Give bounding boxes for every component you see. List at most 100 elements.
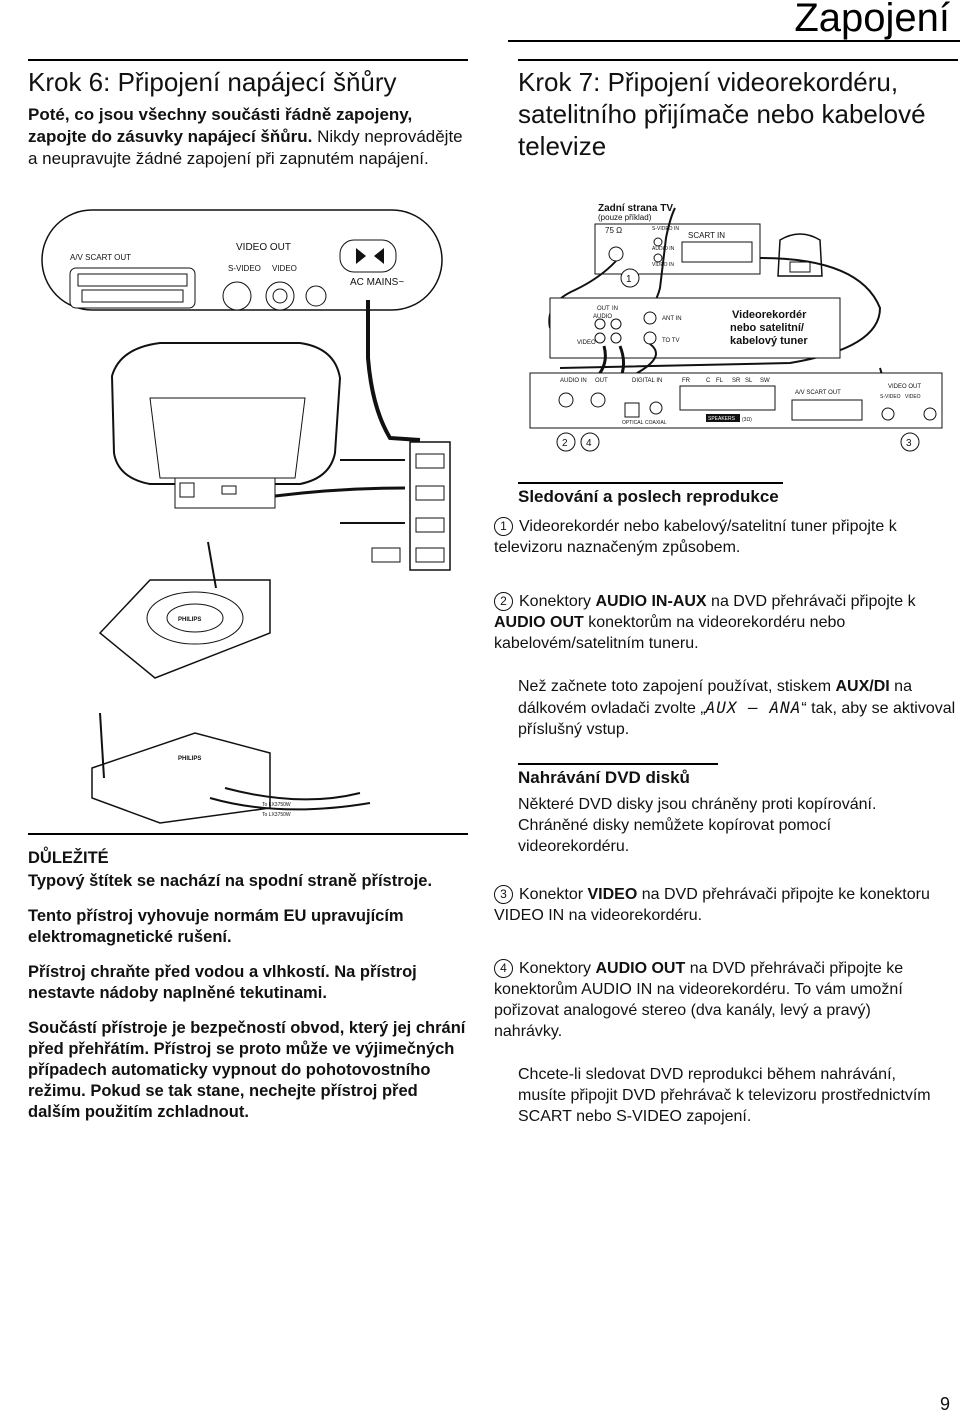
tv-ant-label: 75 Ω	[605, 226, 622, 235]
tv-back-title: Zadní strana TV	[598, 203, 673, 214]
rear-c-label: C	[706, 378, 711, 384]
watch-note-display-text: AUX – ANA	[705, 698, 802, 717]
watch-item-1-number: 1	[494, 517, 513, 536]
brand-label-1: PHILIPS	[178, 617, 201, 623]
record-item-4: 4 Konektory AUDIO OUT na DVD přehrávači p…	[494, 958, 934, 1042]
wireless-tx-label-1: To LX3750W	[262, 802, 291, 808]
tv-back-panel: Zadní strana TV (pouze příklad) 75 Ω SCA…	[594, 203, 823, 288]
record-item-4-post: na DVD přehrávači připojte ke konektorům…	[494, 960, 904, 1040]
record-item-3-post: na DVD přehrávači připojte ke konektoru …	[494, 886, 930, 924]
dvd-video-label: VIDEO	[272, 264, 297, 273]
dvd-video-out-label: VIDEO OUT	[236, 242, 291, 253]
rear-sl-label: SL	[745, 378, 753, 384]
rear-speakers-label: SPEAKERS	[708, 416, 736, 422]
header-rule	[508, 40, 960, 42]
watch-note-post: “ tak, aby se aktivoval příslušný vstup.	[518, 700, 956, 738]
step7-rule	[518, 59, 958, 61]
record-item-4-bold: AUDIO OUT	[595, 960, 686, 977]
rear-av-scart-label: A/V SCART OUT	[795, 390, 841, 396]
record-heading: Nahrávání DVD disků	[518, 768, 690, 787]
watch-note-bold: AUX/DI	[835, 678, 890, 695]
rear-audio-in-label: AUDIO IN	[560, 378, 587, 384]
dvd-av-scart-label: A/V SCART OUT	[70, 253, 131, 262]
vcr-video-label: VIDEO	[577, 340, 596, 346]
rear-optical-label: OPTICAL	[622, 420, 644, 426]
record-item-4-pre: Konektory	[519, 960, 596, 977]
dvd-ac-mains-label: AC MAINS~	[350, 277, 404, 288]
vcr-tuner: AUDIO VIDEO OUT IN ANT IN TO TV Videorek…	[549, 297, 841, 359]
rear-fl-label: FL	[716, 378, 724, 384]
dvd-rear-panel: A/V SCART OUT VIDEO OUT S-VIDEO VIDEO AC…	[41, 209, 443, 311]
watch-heading: Sledování a poslech reprodukce	[518, 487, 779, 506]
watch-item-2-post: konektorům na videorekordéru nebo kabelo…	[494, 614, 846, 652]
rear-fr-label: FR	[682, 378, 691, 384]
rear-coaxial-label: COAXIAL	[645, 420, 667, 426]
watch-item-2-bold-1: AUDIO IN-AUX	[595, 593, 707, 610]
record-item-3-pre: Konektor	[519, 886, 588, 903]
watch-note-mid: na dálkovém ovladači zvolte „	[518, 678, 912, 717]
important-p4: Součástí přístroje je bezpečností obvod,…	[28, 1019, 466, 1121]
callout-3: 3	[906, 438, 912, 449]
callout-4: 4	[586, 438, 592, 449]
record-rule	[518, 763, 718, 765]
record-item-3-number: 3	[494, 885, 513, 904]
vcr-label-2: nebo satelitní/	[730, 322, 804, 334]
tv-scart-in-label: SCART IN	[688, 231, 725, 240]
important-rule	[28, 833, 468, 835]
important-notice: DŮLEŽITÉ Typový štítek se nachází na spo…	[28, 848, 468, 1137]
watch-rule	[518, 482, 783, 484]
dvd-rear-full-panel: AUDIO IN OUT DIGITAL IN OPTICAL COAXIAL …	[529, 372, 943, 452]
step6-lead-normal: Nikdy neprovádějte a neupravujte žádné z…	[28, 127, 463, 168]
record-item-3: 3 Konektor VIDEO na DVD přehrávači připoj…	[494, 884, 934, 926]
rear-audio-out-label: OUT	[595, 378, 608, 384]
vcr-to-tv-label: TO TV	[662, 338, 679, 344]
watch-item-2-pre: Konektory	[519, 593, 596, 610]
record-intro: Některé DVD disky jsou chráněny proti ko…	[518, 796, 877, 855]
important-title: DŮLEŽITÉ	[28, 849, 109, 867]
watch-item-2-bold-2: AUDIO OUT	[494, 614, 584, 631]
vcr-audio-label: AUDIO	[593, 314, 612, 320]
rear-video-out-label: VIDEO OUT	[888, 384, 921, 390]
step6-rule	[28, 59, 468, 61]
tv-back-subtitle: (pouze příklad)	[598, 213, 652, 222]
rear-sr-label: SR	[732, 378, 741, 384]
power-strip	[274, 441, 451, 571]
vcr-ant-in-label: ANT IN	[662, 316, 682, 322]
rear-video-label: VIDEO	[905, 394, 921, 400]
step6-lead-bold: Poté, co jsou všechny součásti řádně zap…	[28, 105, 413, 146]
dvd-svideo-label: S-VIDEO	[228, 264, 261, 273]
vcr-out-label: OUT	[597, 306, 610, 312]
vcr-label-1: Videorekordér	[732, 309, 807, 321]
rear-digital-label: DIGITAL IN	[632, 378, 662, 384]
record-item-4-number: 4	[494, 959, 513, 978]
step6-lead: Poté, co jsou všechny součásti řádně zap…	[28, 104, 468, 170]
record-outro: Chcete-li sledovat DVD reprodukci během …	[518, 1066, 931, 1125]
page-number: 9	[939, 1394, 950, 1414]
step6-heading: Krok 6: Připojení napájecí šňůry	[28, 67, 397, 97]
tv-rear	[110, 342, 342, 509]
watch-note: Než začnete toto zapojení používat, stis…	[518, 676, 956, 740]
watch-item-2-number: 2	[494, 592, 513, 611]
rear-svideo-label: S-VIDEO	[880, 394, 901, 400]
wireless-module: PHILIPS To LX3750W To LX3750W	[91, 712, 371, 824]
vcr-label-3: kabelový tuner	[730, 335, 808, 347]
tv-svideo-label: S-VIDEO IN	[652, 226, 679, 232]
connection-diagram: A/V SCART OUT VIDEO OUT S-VIDEO VIDEO AC…	[41, 203, 943, 824]
receiver-box: PHILIPS	[98, 541, 271, 679]
wireless-tx-label-2: To LX3750W	[262, 812, 291, 818]
important-p3: Přístroj chraňte před vodou a vlhkostí. …	[28, 963, 417, 1002]
important-p2: Tento přístroj vyhovuje normám EU upravu…	[28, 907, 404, 946]
watch-item-1-text: Videorekordér nebo kabelový/satelitní tu…	[494, 518, 897, 556]
vcr-in-label: IN	[612, 306, 618, 312]
brand-label-2: PHILIPS	[178, 756, 201, 762]
rear-sw-label: SW	[760, 378, 770, 384]
rear-ohm-label: (3Ω)	[742, 417, 752, 423]
callout-1: 1	[626, 274, 632, 285]
record-item-3-bold: VIDEO	[587, 886, 638, 903]
callout-2: 2	[562, 438, 568, 449]
step7-heading: Krok 7: Připojení videorekordéru, sateli…	[518, 67, 926, 161]
important-p1: Typový štítek se nachází na spodní stran…	[28, 872, 433, 890]
page-title: Zapojení	[794, 0, 950, 40]
